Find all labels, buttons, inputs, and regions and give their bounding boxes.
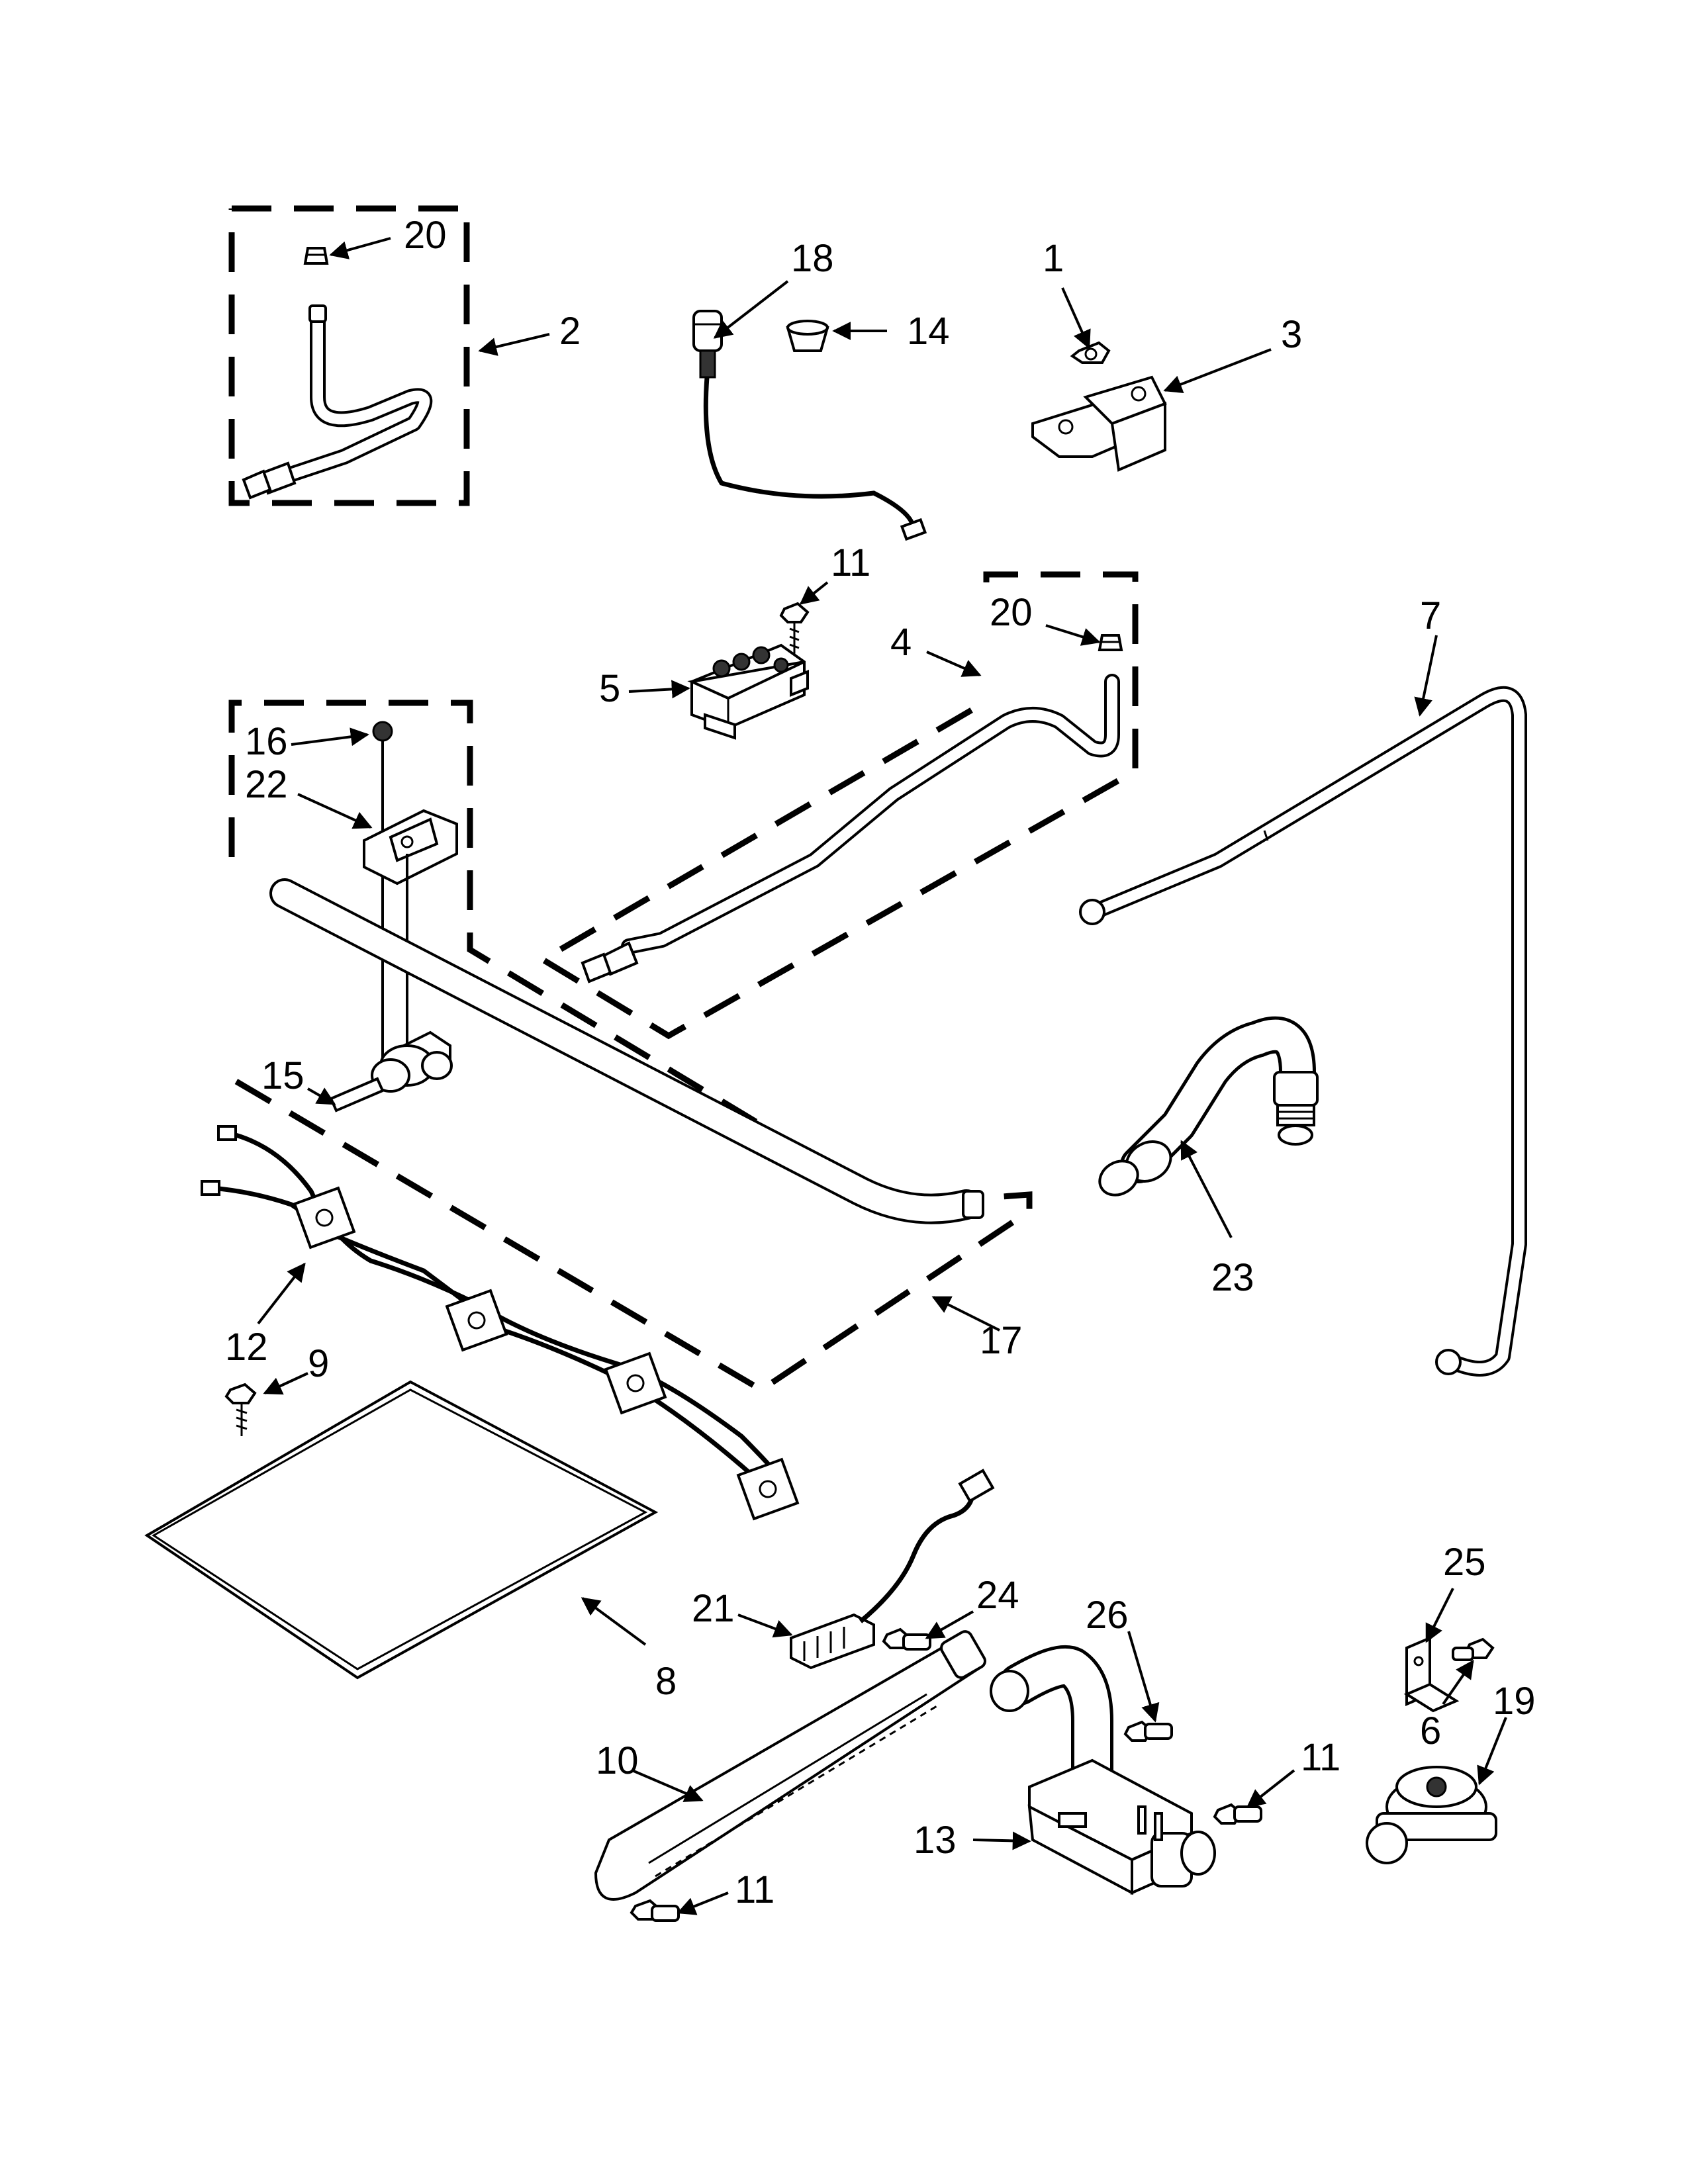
gas-tube-icon xyxy=(581,674,1120,983)
callout-20-right: 20 xyxy=(990,591,1033,634)
callout-arrows xyxy=(257,237,1507,1915)
manifold-icon xyxy=(990,1645,1216,1895)
callout-11-bake: 11 xyxy=(735,1868,774,1911)
gas-tube-icon xyxy=(1098,1016,1319,1197)
group-box-2 xyxy=(228,205,470,506)
callout-16: 16 xyxy=(245,720,288,763)
spark-module-icon xyxy=(687,643,809,740)
group-box-4 xyxy=(537,571,1139,1040)
screw-icon xyxy=(1452,1637,1495,1661)
callout-15: 15 xyxy=(261,1054,305,1097)
screw-icon xyxy=(779,602,810,655)
callout-11-module: 11 xyxy=(831,541,870,584)
callout-25: 25 xyxy=(1443,1541,1486,1584)
screw-icon xyxy=(630,1899,680,1922)
callout-18: 18 xyxy=(791,237,834,280)
callout-labels: 20 2 18 14 1 3 11 20 4 5 7 16 22 15 23 1… xyxy=(225,214,1536,1911)
orifice-hood-icon xyxy=(1098,634,1123,651)
callout-23: 23 xyxy=(1211,1256,1254,1299)
callout-13: 13 xyxy=(914,1819,957,1862)
callout-1: 1 xyxy=(1043,237,1064,280)
callout-10: 10 xyxy=(596,1739,639,1782)
bracket-icon xyxy=(1403,1635,1460,1713)
screw-icon xyxy=(1123,1720,1173,1742)
burner-icon xyxy=(269,878,984,1224)
callout-24: 24 xyxy=(976,1574,1019,1617)
orifice-hood-icon xyxy=(303,247,329,265)
screw-icon xyxy=(882,1627,931,1651)
group-box-17 xyxy=(228,700,1033,1394)
callout-11-manifold: 11 xyxy=(1301,1736,1340,1779)
callout-4: 4 xyxy=(890,621,912,664)
valve-icon xyxy=(329,721,458,1113)
heat-shield-icon xyxy=(144,1380,659,1680)
callout-9: 9 xyxy=(308,1342,329,1385)
valve-icon xyxy=(1366,1766,1497,1864)
callout-7: 7 xyxy=(1420,594,1441,637)
callout-17: 17 xyxy=(980,1319,1023,1362)
callout-12: 12 xyxy=(225,1326,268,1369)
callout-20-top: 20 xyxy=(404,214,447,257)
callout-21: 21 xyxy=(692,1587,735,1630)
callout-5: 5 xyxy=(599,667,620,710)
wire-harness-icon xyxy=(692,310,927,541)
screw-icon xyxy=(1213,1803,1262,1825)
gas-tube-icon xyxy=(1079,686,1527,1377)
callout-22: 22 xyxy=(245,763,288,806)
bracket-icon xyxy=(1031,341,1167,472)
screw-icon xyxy=(224,1383,257,1436)
igniter-icon xyxy=(790,1469,995,1670)
callout-26: 26 xyxy=(1086,1594,1129,1637)
callout-19: 19 xyxy=(1493,1680,1536,1723)
callout-2: 2 xyxy=(559,310,581,353)
callout-8: 8 xyxy=(655,1660,677,1703)
gas-tube-icon xyxy=(242,304,433,500)
callout-6: 6 xyxy=(1420,1709,1441,1752)
grommet-icon xyxy=(786,320,829,352)
callout-14: 14 xyxy=(907,310,950,353)
burner-icon xyxy=(594,1630,986,1901)
callout-3: 3 xyxy=(1281,313,1302,356)
wire-harness-icon xyxy=(201,1125,800,1521)
